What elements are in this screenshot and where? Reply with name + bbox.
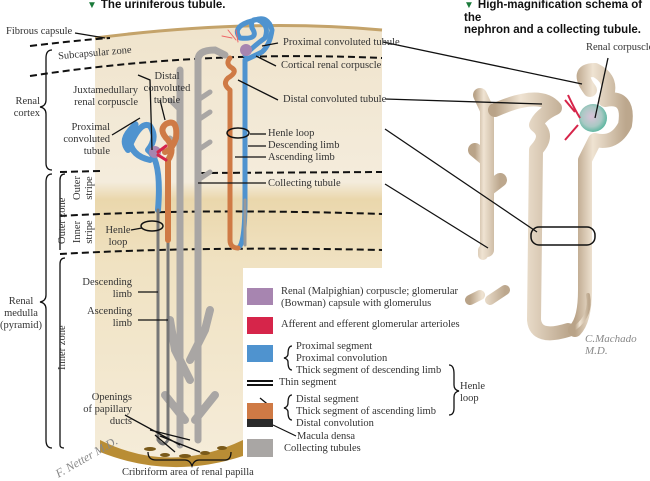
legend-item-thin-segment: Thin segment [279, 377, 337, 388]
label-renal-corpuscle: Renal corpuscle [586, 42, 650, 53]
swatch-thin-segment-line1 [247, 380, 273, 382]
title-right: ▼High-magnification schema of the nephro… [464, 0, 643, 36]
juxta-proximal-tubule [121, 121, 162, 213]
swatch-macula-densa [247, 419, 273, 427]
label-cribriform-area: Cribriform area of renal papilla [122, 467, 254, 478]
label-collecting-tubule: Collecting tubule [268, 178, 341, 189]
swatch-proximal [247, 345, 273, 362]
cortical-proximal-tubule [234, 16, 275, 251]
triangle-down-icon: ▼ [464, 0, 474, 11]
nephron-3d-renal-corpuscle [579, 104, 607, 132]
nephron-3d-distal-loop [488, 92, 575, 341]
boundary-outer-stripe [59, 210, 383, 217]
signature-machado: C.Machado M.D. [585, 333, 637, 357]
triangle-down-icon: ▼ [87, 0, 97, 11]
juxta-distal-tubule [159, 119, 180, 243]
nephron-3d-schema [465, 63, 633, 353]
boundary-inner-stripe [59, 247, 383, 255]
legend-item-arterioles: Afferent and efferent glomerular arterio… [281, 319, 460, 330]
nephron-3d-collecting-tubule [468, 88, 507, 257]
label-fibrous-capsule: Fibrous capsule [6, 26, 73, 37]
swatch-corpuscle [247, 288, 273, 305]
label-henle-loop: Henle loop [268, 128, 315, 139]
brace-inner-zone [59, 257, 66, 449]
swatch-thin-segment-line2 [247, 384, 273, 386]
label-outer-zone: Outer zone [57, 197, 68, 244]
brace-cribriform [147, 451, 232, 469]
juxta-thin-descending [156, 208, 170, 446]
legend-item-corpuscle: Renal (Malpighian) corpuscle; glomerular… [281, 286, 458, 309]
title-left: ▼The uriniferous tubule. [87, 0, 226, 11]
legend-item-collecting: Collecting tubules [284, 443, 361, 454]
legend-item-macula-densa: Macula densa [297, 431, 356, 442]
cortical-renal-corpuscle [240, 44, 252, 56]
brace-outer-zone [59, 173, 66, 250]
brace-legend-distal [283, 394, 293, 421]
nephron-3d-proximal-loop [568, 63, 633, 337]
label-distal-convoluted-tubule: Distal convoluted tubule [283, 94, 387, 105]
brace-legend-henle [448, 364, 460, 416]
collecting-tubule [194, 46, 229, 444]
swatch-collecting [247, 439, 273, 457]
boundary-subcapsular [29, 55, 383, 77]
boundary-capsule [29, 37, 111, 47]
label-inner-zone: Inner zone [57, 325, 68, 370]
brace-renal-cortex [39, 49, 53, 171]
swatch-arterioles [247, 317, 273, 334]
label-descending-limb: Descending limb [268, 140, 340, 151]
label-proximal-convoluted-tubule: Proximal convoluted tubule [283, 37, 400, 48]
boundary-cortex-medulla [59, 170, 383, 174]
label-ascending-limb: Ascending limb [268, 152, 335, 163]
cortical-distal-tubule [222, 55, 241, 251]
label-cortical-renal-corpuscle: Cortical renal corpuscle [281, 60, 382, 71]
brace-renal-medulla [39, 173, 53, 449]
brace-legend-proximal [283, 345, 293, 371]
swatch-distal [247, 403, 273, 419]
